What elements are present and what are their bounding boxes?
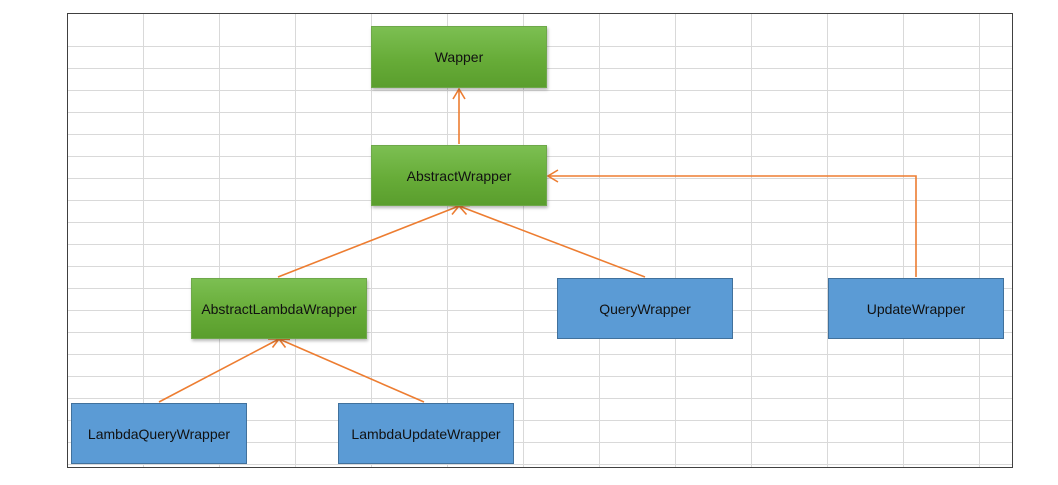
abstract-lambda-wrapper-label: AbstractLambdaWrapper (201, 300, 357, 317)
query-wrapper-node: QueryWrapper (557, 278, 733, 339)
abstract-wrapper-node: AbstractWrapper (371, 145, 547, 206)
arrow-query-wrapper-to-abstract-wrapper (458, 205, 646, 278)
wapper-label: Wapper (434, 49, 484, 65)
arrowhead-wapper (452, 87, 466, 100)
abstract-lambda-wrapper-node: AbstractLambdaWrapper (191, 278, 367, 339)
arrowhead-abstract-lambda-wrapper-right (277, 338, 291, 348)
arrow-lambda-query-wrapper-to-abstract-lambda-wrapper (158, 338, 280, 403)
lambda-update-wrapper-node: LambdaUpdateWrapper (338, 403, 514, 464)
abstract-wrapper-label: AbstractWrapper (406, 167, 512, 184)
wapper-node: Wapper (371, 26, 547, 88)
query-wrapper-label: QueryWrapper (599, 300, 691, 317)
spreadsheet-grid-background (67, 13, 1013, 468)
update-wrapper-label: UpdateWrapper (866, 300, 966, 317)
arrow-update-wrapper-to-abstract-wrapper (548, 175, 917, 277)
arrow-abstract-lambda-wrapper-to-abstract-wrapper (277, 205, 460, 278)
lambda-update-wrapper-label: LambdaUpdateWrapper (351, 425, 501, 442)
update-wrapper-node: UpdateWrapper (828, 278, 1004, 339)
lambda-query-wrapper-node: LambdaQueryWrapper (71, 403, 247, 464)
arrowhead-abstract-wrapper-side (546, 169, 559, 183)
arrow-lambda-update-wrapper-to-abstract-lambda-wrapper (278, 338, 425, 403)
lambda-query-wrapper-label: LambdaQueryWrapper (87, 425, 231, 442)
